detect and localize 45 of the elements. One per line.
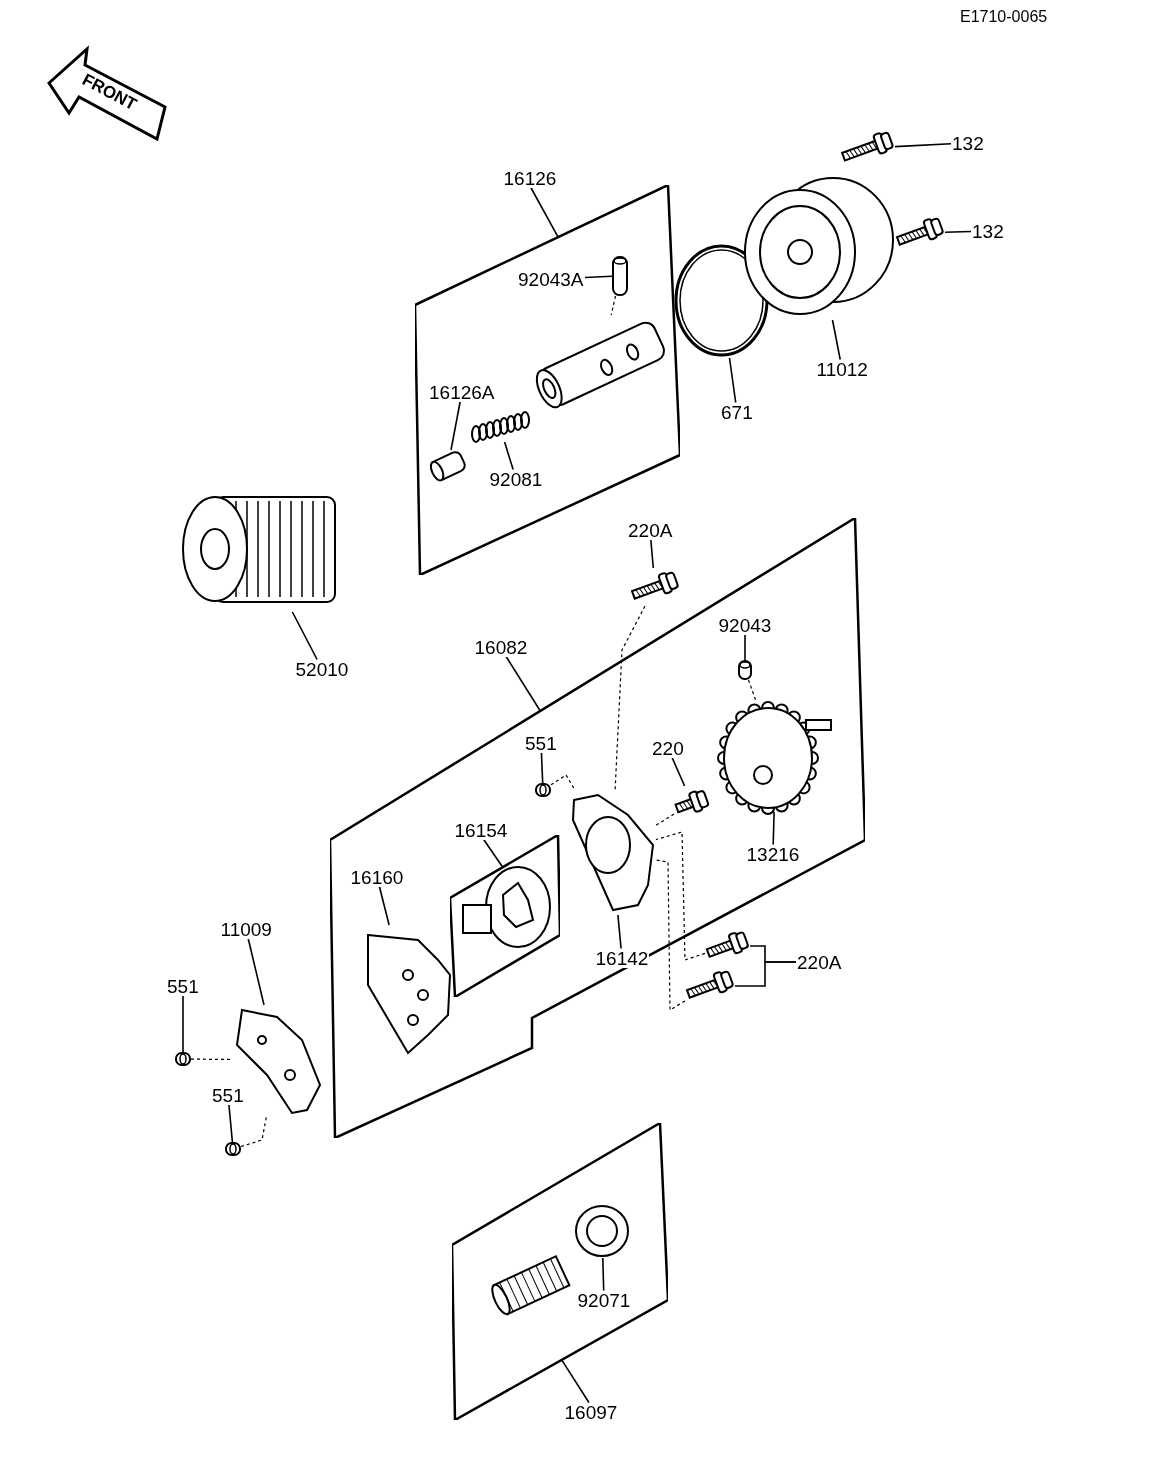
leader-line (540, 751, 544, 784)
leader-line (530, 186, 559, 238)
leader-line (944, 230, 972, 234)
leader-line (728, 357, 737, 404)
assembly-line (655, 813, 675, 826)
dowel-drawing (535, 783, 551, 797)
leader-line (602, 1257, 605, 1292)
leader-line (744, 633, 746, 661)
leader-line (560, 1359, 590, 1404)
leader-line (482, 838, 504, 868)
leader-line (505, 655, 542, 712)
drawing-code: E1710-0065 (960, 8, 1048, 26)
spring-drawing (470, 412, 530, 442)
assembly-line (655, 859, 686, 1012)
leader-line (671, 756, 686, 787)
leader-line (228, 1103, 234, 1143)
assembly-outline (450, 835, 560, 997)
leader-line (247, 937, 265, 1006)
leader-line (650, 538, 655, 569)
leader-line (734, 961, 797, 987)
leader-line (617, 914, 622, 950)
assembly-outline (452, 1123, 668, 1420)
gear-drawing (718, 700, 833, 812)
assembly-line (190, 1058, 233, 1061)
assembly-line (550, 774, 576, 791)
leader-line (503, 441, 514, 471)
assembly-outline (415, 185, 680, 575)
leader-line (450, 400, 461, 451)
assembly-line (610, 295, 617, 316)
assembly-line (240, 1114, 268, 1148)
assembly-line (614, 605, 646, 791)
leader-line (772, 811, 775, 846)
pin-drawing (612, 256, 628, 296)
leader-line (182, 994, 184, 1053)
dowel-drawing (225, 1142, 241, 1156)
leader-line (584, 275, 613, 279)
assembly-line (747, 679, 757, 701)
assembly-line (655, 831, 706, 961)
dowel-drawing (175, 1052, 191, 1066)
leader-line (831, 319, 841, 361)
leader-line (291, 611, 318, 661)
leader-line (894, 143, 952, 148)
seal-drawing (573, 1203, 631, 1258)
leader-line (378, 885, 390, 926)
pin-drawing (738, 660, 752, 680)
